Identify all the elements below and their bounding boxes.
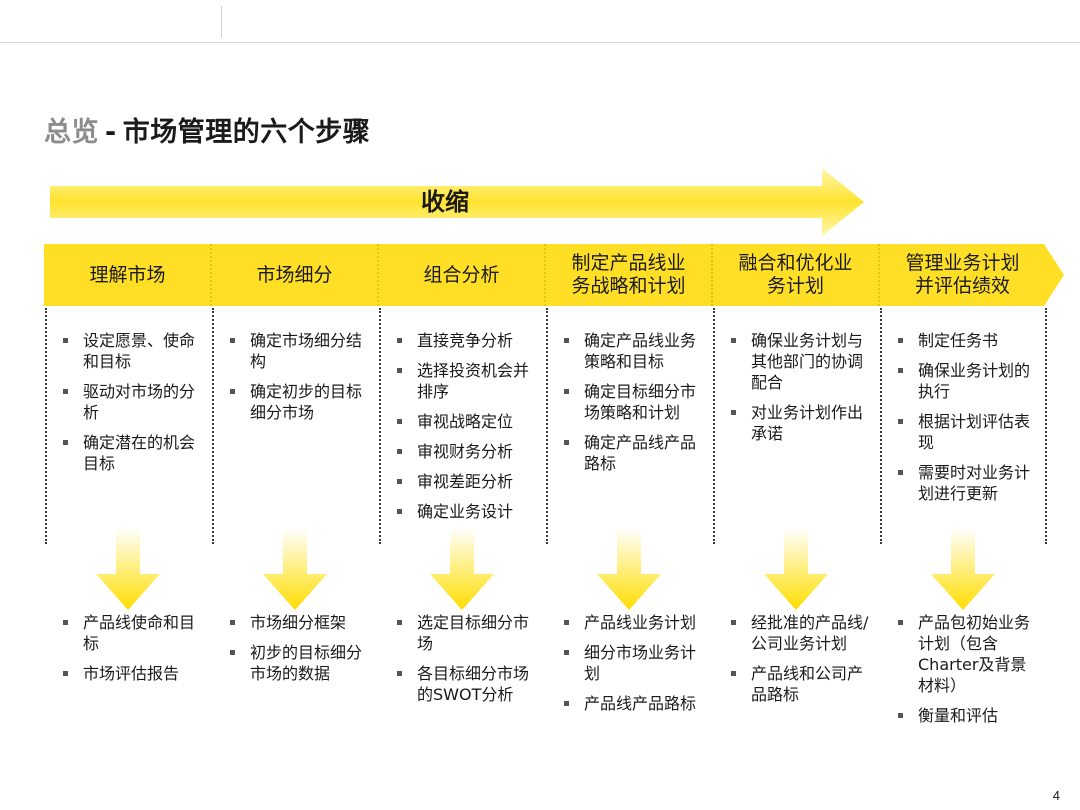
output-arrow-5 xyxy=(763,528,828,610)
step-header-chevron xyxy=(44,244,1064,306)
activity-item: 确保业务计划与其他部门的协调配合 xyxy=(728,330,869,393)
column-divider xyxy=(1045,308,1047,544)
column-divider xyxy=(546,308,548,544)
activity-item: 确定产品线产品路标 xyxy=(561,432,702,474)
activity-item: 对业务计划作出承诺 xyxy=(728,402,869,444)
step-header-line: 融合和优化业 xyxy=(738,252,853,274)
step-header-4: 制定产品线业务战略和计划 xyxy=(545,244,712,306)
step-header-line: 组合分析 xyxy=(423,263,500,286)
title-prefix: 总览 xyxy=(44,117,99,148)
output-item: 产品线产品路标 xyxy=(561,693,702,714)
activity-item: 确保业务计划的执行 xyxy=(895,360,1036,402)
activity-item: 直接竞争分析 xyxy=(394,330,535,351)
output-item: 产品线和公司产品路标 xyxy=(728,663,869,705)
output-item: 产品线使命和目标 xyxy=(60,612,201,654)
step-outputs-6: 产品包初始业务计划（包含Charter及背景材料） 衡量和评估 xyxy=(895,612,1036,735)
step-header-3: 组合分析 xyxy=(378,244,545,306)
step-activities-4: 确定产品线业务策略和目标确定目标细分市场策略和计划确定产品线产品路标 xyxy=(561,330,702,483)
title-separator: - xyxy=(105,117,117,148)
activity-item: 确定业务设计 xyxy=(394,501,535,522)
step-activities-1: 设定愿景、使命和目标驱动对市场的分析确定潜在的机会目标 xyxy=(60,330,201,483)
output-item: 各目标细分市场的SWOT分析 xyxy=(394,663,535,705)
activity-item: 制定任务书 xyxy=(895,330,1036,351)
top-divider-mark xyxy=(221,6,222,38)
activity-item: 确定产品线业务策略和目标 xyxy=(561,330,702,372)
activity-item: 确定目标细分市场策略和计划 xyxy=(561,381,702,423)
activity-item: 驱动对市场的分析 xyxy=(60,381,201,423)
column-divider xyxy=(212,308,214,544)
output-item: 市场细分框架 xyxy=(227,612,368,633)
activity-item: 需要时对业务计划进行更新 xyxy=(895,462,1036,504)
activity-item: 审视差距分析 xyxy=(394,471,535,492)
activity-item: 审视战略定位 xyxy=(394,411,535,432)
step-header-2: 市场细分 xyxy=(211,244,378,306)
step-header-line: 务战略和计划 xyxy=(571,275,686,297)
page-number: 4 xyxy=(1052,788,1060,803)
activity-item: 确定初步的目标细分市场 xyxy=(227,381,368,423)
step-header-1: 理解市场 xyxy=(44,244,211,306)
output-item: 细分市场业务计划 xyxy=(561,642,702,684)
activity-item: 确定潜在的机会目标 xyxy=(60,432,201,474)
output-arrow-4 xyxy=(596,528,661,610)
step-outputs-4: 产品线业务计划细分市场业务计划产品线产品路标 xyxy=(561,612,702,723)
step-header-line: 市场细分 xyxy=(256,263,333,286)
top-rule xyxy=(0,42,1080,43)
step-header-line: 并评估绩效 xyxy=(914,275,1010,297)
step-header-line: 务计划 xyxy=(766,275,824,297)
step-activities-6: 制定任务书确保业务计划的执行根据计划评估表现需要时对业务计划进行更新 xyxy=(895,330,1036,513)
column-divider xyxy=(880,308,882,544)
column-divider xyxy=(45,308,47,544)
step-activities-3: 直接竞争分析选择投资机会并排序审视战略定位审视财务分析审视差距分析确定业务设计 xyxy=(394,330,535,531)
step-header-6: 管理业务计划并评估绩效 xyxy=(879,244,1046,306)
activity-item: 确定市场细分结构 xyxy=(227,330,368,372)
step-header-5: 融合和优化业务计划 xyxy=(712,244,879,306)
step-outputs-2: 市场细分框架初步的目标细分市场的数据 xyxy=(227,612,368,693)
output-item: 衡量和评估 xyxy=(895,705,1036,726)
step-header-line: 理解市场 xyxy=(89,263,166,286)
column-divider xyxy=(713,308,715,544)
step-outputs-3: 选定目标细分市场各目标细分市场的SWOT分析 xyxy=(394,612,535,714)
step-outputs-5: 经批准的产品线/公司业务计划产品线和公司产品路标 xyxy=(728,612,869,714)
output-item: 市场评估报告 xyxy=(60,663,201,684)
activity-item: 审视财务分析 xyxy=(394,441,535,462)
output-item: 产品线业务计划 xyxy=(561,612,702,633)
step-outputs-1: 产品线使命和目标市场评估报告 xyxy=(60,612,201,693)
activity-item: 根据计划评估表现 xyxy=(895,411,1036,453)
convergence-label: 收缩 xyxy=(421,188,469,216)
title-main: 市场管理的六个步骤 xyxy=(122,117,371,148)
step-activities-2: 确定市场细分结构确定初步的目标细分市场 xyxy=(227,330,368,432)
output-item: 初步的目标细分市场的数据 xyxy=(227,642,368,684)
step-header-line: 管理业务计划 xyxy=(905,252,1020,274)
output-arrow-1 xyxy=(95,528,160,610)
output-arrow-3 xyxy=(429,528,494,610)
output-item: 经批准的产品线/公司业务计划 xyxy=(728,612,869,654)
output-arrow-6 xyxy=(930,528,995,610)
step-activities-5: 确保业务计划与其他部门的协调配合对业务计划作出承诺 xyxy=(728,330,869,453)
activity-item: 选择投资机会并排序 xyxy=(394,360,535,402)
output-item: 产品包初始业务计划（包含Charter及背景材料） xyxy=(895,612,1036,696)
column-divider xyxy=(379,308,381,544)
activity-item: 设定愿景、使命和目标 xyxy=(60,330,201,372)
output-item: 选定目标细分市场 xyxy=(394,612,535,654)
convergence-arrow xyxy=(50,168,864,236)
page-title: 总览-市场管理的六个步骤 xyxy=(44,110,370,149)
step-header-line: 制定产品线业 xyxy=(571,252,686,274)
output-arrow-2 xyxy=(262,528,327,610)
